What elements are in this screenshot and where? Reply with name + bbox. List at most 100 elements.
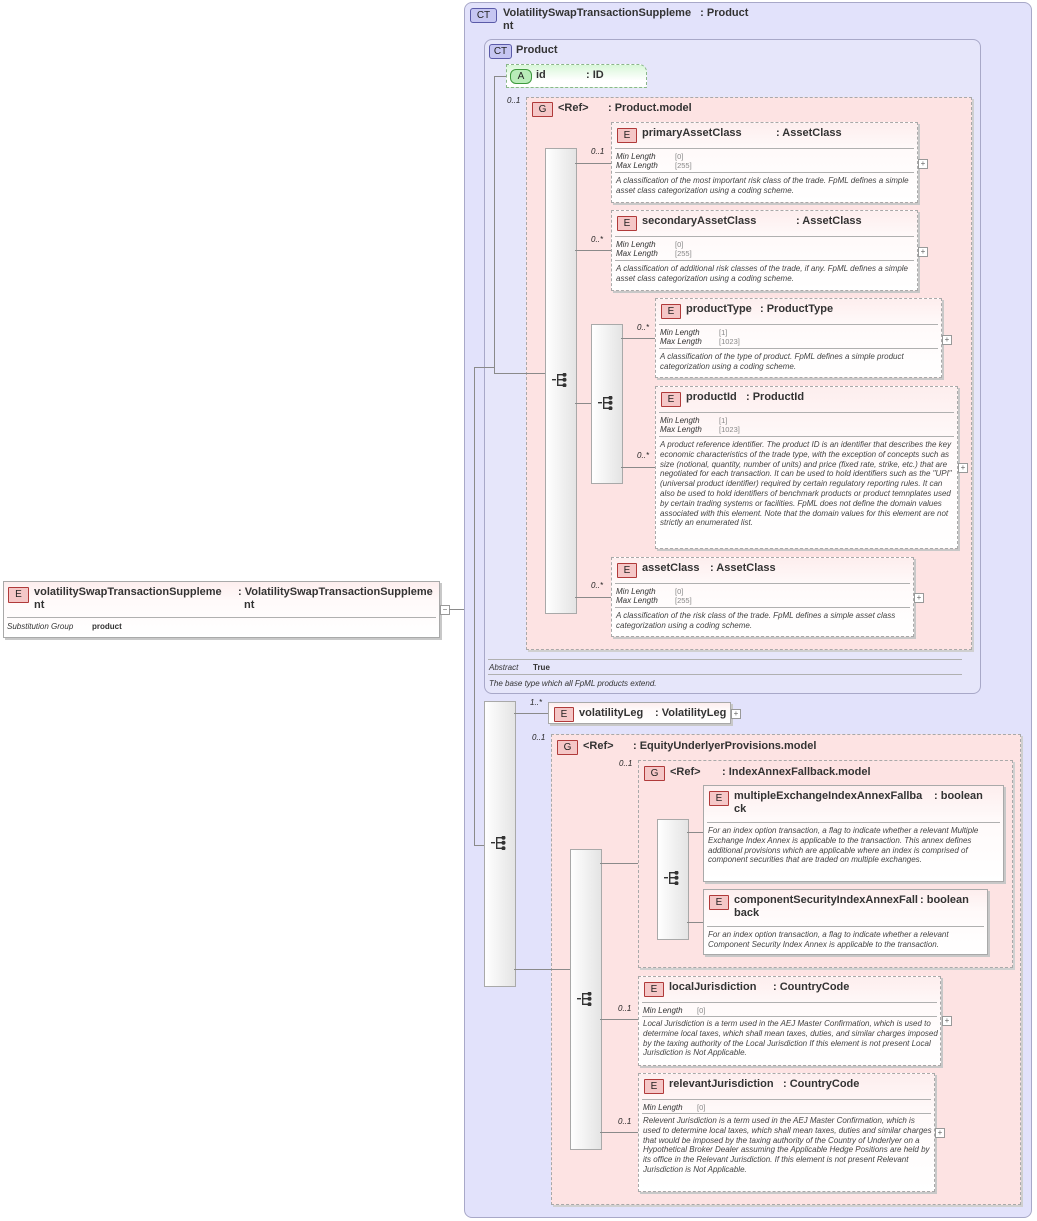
sequence-compositor[interactable] [657,819,689,940]
divider [707,822,1000,823]
expand-icon[interactable]: + [942,1016,952,1026]
expand-icon[interactable]: + [918,159,928,169]
cardinality: 0..1 [619,759,633,768]
expand-icon[interactable]: + [935,1128,945,1138]
element-name: primaryAssetClass [642,127,742,139]
element-doc: A classification of the most important r… [616,176,909,195]
max-length-label: Max Length [616,596,658,605]
element-doc: Relevent Jurisdiction is a term used in … [643,1116,932,1174]
divider [615,260,914,261]
expand-icon[interactable]: + [918,247,928,257]
sequence-icon [664,871,679,885]
element-product-type[interactable]: E productType : ProductType Min Length [… [655,298,942,378]
sequence-icon [552,373,567,387]
group-ref: <Ref> [670,766,701,778]
cardinality: 0..* [637,451,650,460]
expand-icon[interactable]: + [914,593,924,603]
element-secondary-asset-class[interactable]: E secondaryAssetClass : AssetClass Min L… [611,210,918,291]
element-name: multipleExchangeIndexAnnexFallba ck [734,790,922,816]
cardinality: 0..* [591,235,604,244]
max-length-value: [1023] [719,425,740,434]
divider [659,436,954,437]
connector [514,713,548,714]
min-length-label: Min Length [660,328,700,337]
collapse-icon[interactable]: − [440,605,450,615]
connector [687,832,703,833]
element-doc: For an index option transaction, a flag … [708,930,949,949]
max-length-label: Max Length [616,249,658,258]
element-volatility-leg[interactable]: E volatilityLeg : VolatilityLeg [548,702,731,724]
sequence-icon [491,836,506,850]
expand-icon[interactable]: + [942,335,952,345]
sequence-compositor[interactable] [591,324,623,484]
root-element-type: : VolatilitySwapTransactionSuppleme nt [238,586,433,612]
element-relevant-jurisdiction[interactable]: E relevantJurisdiction : CountryCode Min… [638,1073,935,1192]
sequence-compositor[interactable] [570,849,602,1150]
min-length-value: [0] [697,1006,706,1015]
min-length-label: Min Length [660,416,700,425]
element-asset-class[interactable]: E assetClass : AssetClass Min Length [0]… [611,557,914,637]
element-product-id[interactable]: E productId : ProductId Min Length [1] M… [655,386,958,549]
connector [449,609,464,610]
connector [621,467,655,468]
max-length-value: [255] [675,596,692,605]
element-doc: A classification of the risk class of th… [616,611,896,630]
element-primary-asset-class[interactable]: E primaryAssetClass : AssetClass Min Len… [611,122,918,203]
element-name-line1: multipleExchangeIndexAnnexFallba [734,790,923,802]
element-name: productId [686,391,737,403]
connector [494,373,526,374]
max-length-label: Max Length [660,425,702,434]
expand-icon[interactable]: + [731,709,741,719]
element-type: : VolatilityLeg [655,707,727,719]
element-name: componentSecurityIndexAnnexFall back [734,894,918,920]
group-ref: <Ref> [583,740,614,752]
root-element-name: volatilitySwapTransactionSuppleme nt [34,586,222,612]
complex-type-name: VolatilitySwapTransactionSuppleme : Prod… [503,7,748,33]
expand-icon[interactable]: + [958,463,968,473]
group-name: : Product.model [608,102,692,114]
divider [707,926,984,927]
root-name-line2: nt [34,599,45,611]
connector [474,367,475,845]
abstract-value: True [533,663,550,672]
divider [7,617,436,618]
connector [494,76,506,77]
group-badge: G [532,102,553,117]
connector [575,250,611,251]
cardinality: 0..1 [591,147,605,156]
cardinality: 1..* [530,698,543,707]
divider [659,324,938,325]
element-local-jurisdiction[interactable]: E localJurisdiction : CountryCode Min Le… [638,976,941,1066]
element-doc: Local Jurisdiction is a term used in the… [643,1019,938,1058]
min-length-value: [0] [675,240,684,249]
element-multiple-exchange-index-annex-fallback[interactable]: E multipleExchangeIndexAnnexFallba ck : … [703,785,1004,882]
connector [526,373,545,374]
element-name: secondaryAssetClass [642,215,757,227]
cardinality: 0..* [637,323,650,332]
root-element[interactable]: E volatilitySwapTransactionSuppleme nt :… [3,581,440,638]
element-component-security-index-annex-fallback[interactable]: E componentSecurityIndexAnnexFall back :… [703,889,988,955]
element-badge: E [644,1079,664,1094]
element-type: : ProductType [760,303,834,315]
element-name: relevantJurisdiction [669,1078,774,1090]
element-type: : boolean [934,790,983,802]
sequence-compositor[interactable] [545,148,577,614]
group-name: : EquityUnderlyerProvisions.model [633,740,817,752]
min-length-label: Min Length [643,1006,683,1015]
connector [600,863,638,864]
attribute-badge: A [510,69,532,84]
divider [488,659,962,660]
ct-type: : Product [700,7,749,19]
element-type: : AssetClass [796,215,862,227]
connector [575,597,611,598]
min-length-label: Min Length [616,587,656,596]
max-length-label: Max Length [616,161,658,170]
sequence-compositor[interactable] [484,701,516,987]
element-type: : boolean [920,894,969,906]
min-length-label: Min Length [643,1103,683,1112]
abstract-label: Abstract [489,663,519,672]
group-ref: <Ref> [558,102,589,114]
connector [575,403,591,404]
connector [551,969,570,970]
group-badge: G [644,766,665,781]
